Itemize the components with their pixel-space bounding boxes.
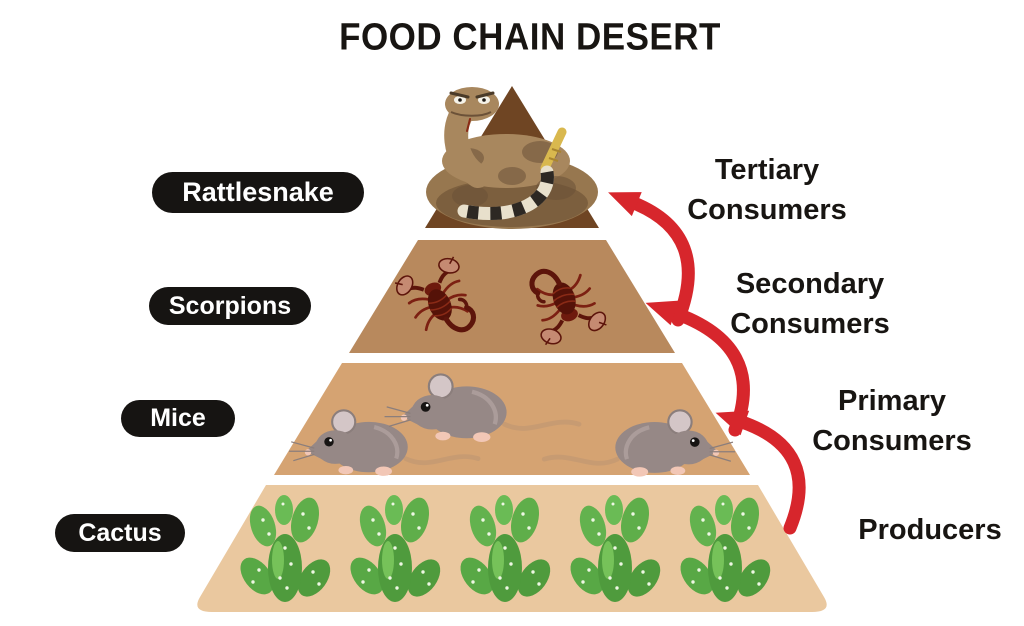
label-pill-mice: Mice [121,400,235,437]
pill-text: Rattlesnake [182,177,334,207]
arrow-to-secondary-icon [645,300,750,437]
trophic-label-line: Primary [837,385,946,417]
label-pill-cactus: Cactus [55,514,185,552]
trophic-label-line: Producers [858,514,1002,546]
trophic-label-line: Consumers [812,425,972,457]
trophic-label-tertiary-consumers: Tertiary Consumers [658,150,876,230]
trophic-label-secondary-consumers: Secondary Consumers [700,264,920,344]
label-pill-rattlesnake: Rattlesnake [152,172,364,213]
label-pill-scorpions: Scorpions [149,287,311,325]
trophic-label-line: Tertiary [714,154,820,186]
pill-text: Cactus [78,518,162,547]
arrow-to-primary-icon [715,410,806,535]
energy-flow-arrows [608,192,806,535]
pyramid-level-scorpions [349,240,675,353]
arrow-to-tertiary-icon [608,192,695,327]
rattlesnake-icon [426,87,598,229]
trophic-label-line: Consumers [730,308,890,340]
trophic-label-line: Consumers [687,194,847,226]
trophic-label-primary-consumers: Primary Consumers [796,381,988,461]
page-title: FOOD CHAIN DESERT [339,16,721,59]
pill-text: Scorpions [168,291,292,320]
trophic-label-producers: Producers [840,510,1020,550]
trophic-label-line: Secondary [735,268,885,300]
pill-text: Mice [150,404,206,432]
